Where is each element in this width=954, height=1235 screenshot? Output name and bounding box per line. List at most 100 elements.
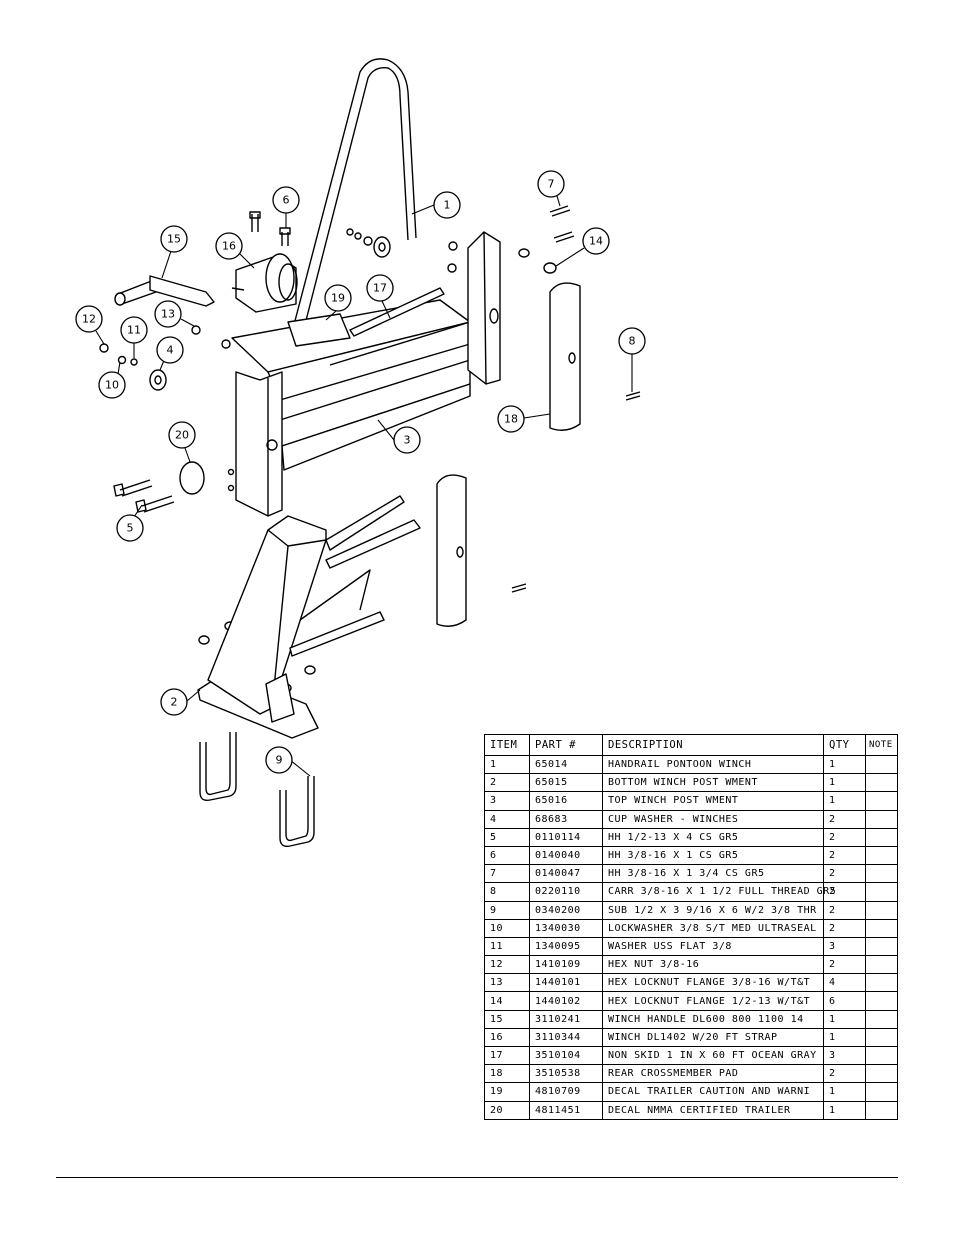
cell-part: 4810709 xyxy=(529,1082,603,1102)
svg-text:19: 19 xyxy=(331,292,345,305)
callout-8: 8 xyxy=(618,327,646,392)
header-note: NOTE xyxy=(865,734,898,756)
cell-part: 3110344 xyxy=(529,1027,603,1048)
callout-20: 20 xyxy=(168,421,196,463)
callout-15: 15 xyxy=(160,225,188,279)
cell-description: CUP WASHER - WINCHES xyxy=(602,809,824,829)
footer-rule xyxy=(56,1177,898,1178)
svg-text:15: 15 xyxy=(167,233,181,246)
table-header-row: ITEM PART # DESCRIPTION QTY NOTE xyxy=(484,734,898,756)
callout-7: 7 xyxy=(537,170,565,207)
svg-text:4: 4 xyxy=(167,344,174,357)
cell-qty: 2 xyxy=(823,955,866,975)
svg-text:7: 7 xyxy=(548,178,555,191)
cell-item: 12 xyxy=(484,955,530,975)
cell-item: 7 xyxy=(484,864,530,884)
cell-description: LOCKWASHER 3/8 S/T MED ULTRASEAL xyxy=(602,918,824,938)
cell-part: 65016 xyxy=(529,791,603,811)
cell-item: 15 xyxy=(484,1009,530,1029)
svg-text:9: 9 xyxy=(276,754,283,767)
callout-11: 11 xyxy=(120,316,148,358)
winch-handle xyxy=(114,275,215,307)
cell-item: 19 xyxy=(484,1082,530,1102)
bottom-winch-post xyxy=(197,495,421,739)
svg-text:3: 3 xyxy=(404,434,411,447)
callout-2: 2 xyxy=(160,688,201,716)
cell-note xyxy=(865,991,898,1011)
cell-qty: 2 xyxy=(823,845,866,866)
cell-qty: 2 xyxy=(823,809,866,829)
cell-description: REAR CROSSMEMBER PAD xyxy=(602,1064,824,1084)
cell-qty: 3 xyxy=(823,936,866,957)
cell-description: HEX LOCKNUT FLANGE 3/8-16 W/T&T xyxy=(602,973,824,993)
svg-text:5: 5 xyxy=(127,522,134,535)
cell-qty: 1 xyxy=(823,791,866,811)
cell-qty: 4 xyxy=(823,973,866,993)
cell-item: 13 xyxy=(484,973,530,993)
svg-text:8: 8 xyxy=(629,335,636,348)
cell-note xyxy=(865,955,898,975)
cell-part: 1340095 xyxy=(529,936,603,957)
header-part: PART # xyxy=(529,734,603,756)
callout-6: 6 xyxy=(272,186,300,228)
cell-part: 0340200 xyxy=(529,900,603,920)
callout-5: 5 xyxy=(116,504,144,542)
callout-4: 4 xyxy=(156,336,184,371)
cell-part: 1440102 xyxy=(529,991,603,1011)
hardware xyxy=(99,205,641,693)
cell-note xyxy=(865,1082,898,1102)
svg-text:17: 17 xyxy=(373,282,387,295)
cell-note xyxy=(865,791,898,811)
callout-9: 9 xyxy=(265,746,311,777)
callout-13: 13 xyxy=(154,300,195,328)
cell-item: 5 xyxy=(484,827,530,847)
top-winch-post xyxy=(227,231,501,517)
cell-part: 65014 xyxy=(529,754,603,775)
header-qty: QTY xyxy=(823,734,866,756)
svg-text:14: 14 xyxy=(589,235,603,248)
cell-item: 11 xyxy=(484,936,530,957)
cell-description: HEX NUT 3/8-16 xyxy=(602,955,824,975)
cell-description: CARR 3/8-16 X 1 1/2 FULL THREAD GR5 xyxy=(602,882,836,902)
cell-item: 4 xyxy=(484,809,530,829)
header-description: DESCRIPTION xyxy=(602,734,824,756)
svg-text:6: 6 xyxy=(283,194,290,207)
cell-qty: 2 xyxy=(823,827,866,847)
callout-12: 12 xyxy=(75,305,105,345)
cell-note xyxy=(865,773,898,793)
cell-qty: 6 xyxy=(823,991,866,1011)
cell-part: 1410109 xyxy=(529,955,603,975)
svg-text:11: 11 xyxy=(127,324,141,337)
cell-description: HEX LOCKNUT FLANGE 1/2-13 W/T&T xyxy=(602,991,824,1011)
cell-item: 3 xyxy=(484,791,530,811)
cell-part: 1440101 xyxy=(529,973,603,993)
cell-qty: 3 xyxy=(823,1045,866,1066)
callout-1: 1 xyxy=(411,191,461,219)
cell-note xyxy=(865,827,898,847)
callout-14: 14 xyxy=(555,227,610,267)
callout-10: 10 xyxy=(98,361,126,399)
cell-note xyxy=(865,1009,898,1029)
cell-item: 2 xyxy=(484,773,530,793)
cell-qty: 2 xyxy=(823,864,866,884)
callout-17: 17 xyxy=(366,274,394,319)
svg-text:18: 18 xyxy=(504,413,518,426)
cell-description: WASHER USS FLAT 3/8 xyxy=(602,936,824,957)
cell-item: 8 xyxy=(484,882,530,902)
cell-note xyxy=(865,1027,898,1048)
svg-text:2: 2 xyxy=(171,696,178,709)
cell-description: DECAL TRAILER CAUTION AND WARNI xyxy=(602,1082,824,1102)
